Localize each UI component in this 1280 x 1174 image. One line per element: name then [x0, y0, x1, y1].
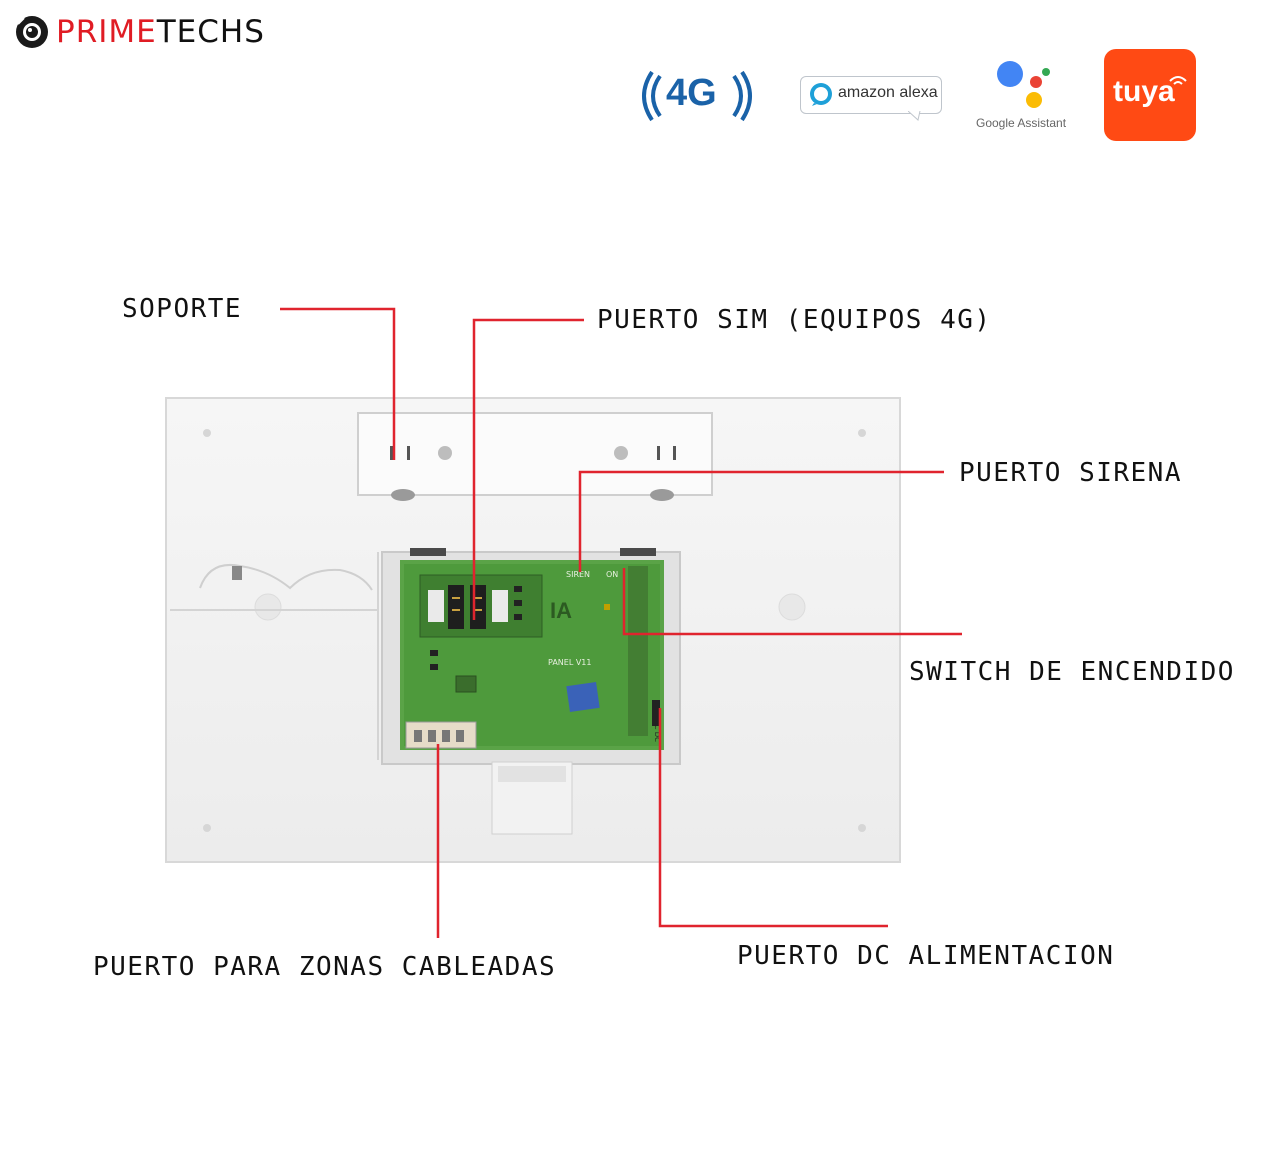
callout-puerto-zonas: PUERTO PARA ZONAS CABLEADAS [93, 952, 557, 982]
pcb-brand-mark: IA [550, 598, 572, 623]
leader-puerto-sim [472, 318, 584, 620]
tuya-label: tuya [1113, 75, 1175, 108]
pcb-on-label: ON [606, 570, 618, 579]
leader-soporte [280, 307, 396, 460]
callout-puerto-sim: PUERTO SIM (EQUIPOS 4G) [597, 305, 992, 335]
google-assistant-badge: Google Assistant [972, 56, 1076, 136]
signal-waves-icon [642, 70, 752, 122]
callout-puerto-sirena: PUERTO SIRENA [959, 458, 1182, 488]
4g-badge: 4G [638, 68, 756, 124]
amazon-alexa-badge: amazon alexa [800, 76, 942, 121]
pcb-panel-label: PANEL V11 [548, 658, 591, 667]
brand-name-prime: PRIME [56, 14, 157, 50]
4g-label: 4G [666, 72, 717, 114]
alexa-label: amazon alexa [838, 84, 938, 101]
wifi-icon [1169, 76, 1187, 85]
tuya-badge: tuya [1104, 49, 1196, 141]
google-assistant-label: Google Assistant [976, 116, 1067, 130]
security-camera-logo-icon [16, 16, 48, 48]
callout-leader-lines [280, 307, 962, 938]
alexa-speech-tail-icon [908, 111, 921, 121]
callout-puerto-dc: PUERTO DC ALIMENTACION [737, 941, 1115, 971]
callout-switch-encendido: SWITCH DE ENCENDIDO [909, 657, 1235, 687]
leader-puerto-dc [658, 708, 888, 928]
pcb-siren-label: SIREN [566, 570, 590, 579]
alexa-ring-icon [810, 83, 832, 106]
leader-switch [622, 568, 962, 636]
bottom-tab [491, 761, 573, 835]
pcb-board: SIREN ON IA PANEL V11 AC DC [400, 560, 664, 750]
pcb-dc-label: AC DC [653, 720, 661, 742]
brand-name-techs: TECHS [156, 14, 265, 50]
leader-puerto-sirena [578, 470, 944, 572]
support-bracket [357, 412, 713, 501]
callout-soporte: SOPORTE [122, 294, 243, 324]
google-assistant-dots-icon [997, 61, 1050, 108]
